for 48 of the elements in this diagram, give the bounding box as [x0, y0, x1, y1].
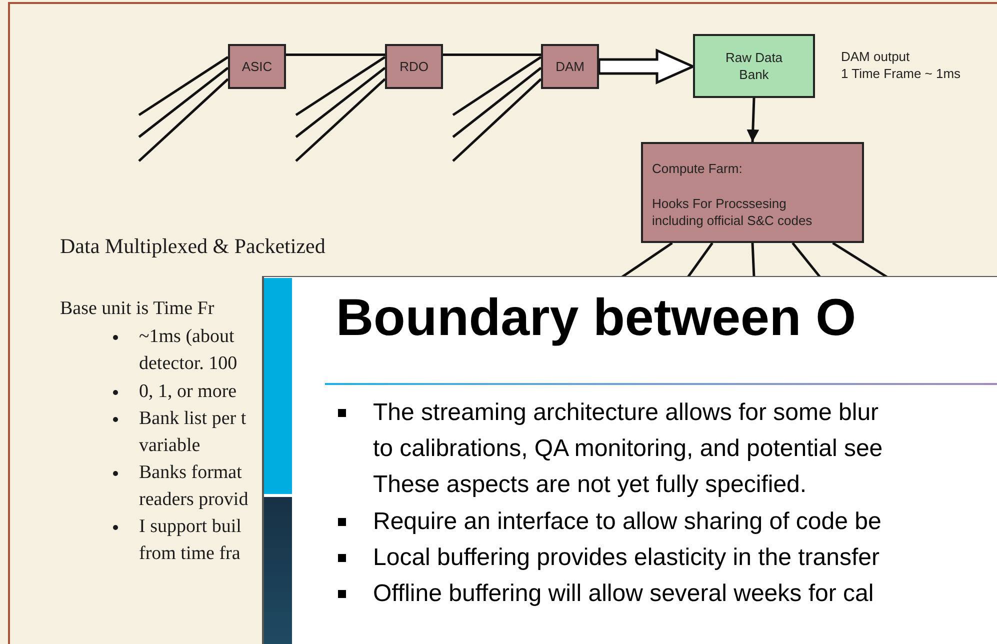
slide-text: variable [139, 434, 200, 457]
node-label: Compute Farm: [652, 160, 744, 177]
slide-text: from time fra [139, 542, 240, 565]
node-caption: DAM output [841, 48, 911, 65]
node-label: DAM [554, 58, 586, 75]
slide-text: Banks format [139, 461, 242, 484]
slide-text: 0, 1, or more [139, 380, 237, 403]
connector-line [686, 242, 714, 278]
connector-line [751, 242, 756, 278]
process-box [228, 44, 286, 89]
node-label: RDO [398, 58, 430, 75]
slide-text: I support buil [139, 515, 242, 538]
node-caption: 1 Time Frame ~ 1ms [841, 65, 961, 82]
bullet-text: to calibrations, QA monitoring, and potential see [373, 434, 883, 464]
connector-line [452, 66, 542, 138]
slide-text: Bank list per t [139, 407, 246, 430]
bullet-text: Require an interface to allow sharing of code be [373, 507, 882, 537]
connector-line [286, 54, 385, 56]
connector-line [443, 54, 541, 56]
connector-line [138, 56, 229, 116]
process-box [693, 34, 815, 98]
bullet-text: Local buffering provides elasticity in the transfer [373, 543, 880, 573]
connector-line [452, 56, 542, 116]
node-label: ASIC [240, 58, 274, 75]
arrow [746, 98, 760, 142]
slide-text: readers provid [139, 488, 248, 511]
connector-line [832, 242, 888, 278]
node-label: Raw Data Bank [724, 49, 784, 83]
connector-line [621, 242, 673, 278]
connector-line [452, 78, 542, 162]
slide-text: ~1ms (about [139, 325, 234, 348]
node-label: Hooks For Procssesing including official S&C codes [652, 195, 814, 229]
slide-text: detector. 100 [139, 352, 238, 375]
connector-line [792, 242, 821, 278]
connector-line [295, 66, 386, 138]
connector-line [138, 78, 229, 162]
slide-text: Base unit is Time Fr [60, 297, 214, 320]
bullet-text: Offline buffering will allow several weeks for cal [373, 579, 874, 609]
process-box [385, 44, 443, 89]
process-box [641, 142, 864, 243]
bullet-text: These aspects are not yet fully specified. [373, 470, 807, 500]
connector-line [295, 78, 386, 162]
slide-text: Data Multiplexed & Packetized [60, 234, 326, 259]
connector-line [295, 56, 386, 116]
connector-line [138, 66, 229, 138]
slide-title: Boundary between O [336, 288, 856, 348]
bullet-text: The streaming architecture allows for some blur [373, 398, 879, 428]
process-box [541, 44, 599, 89]
